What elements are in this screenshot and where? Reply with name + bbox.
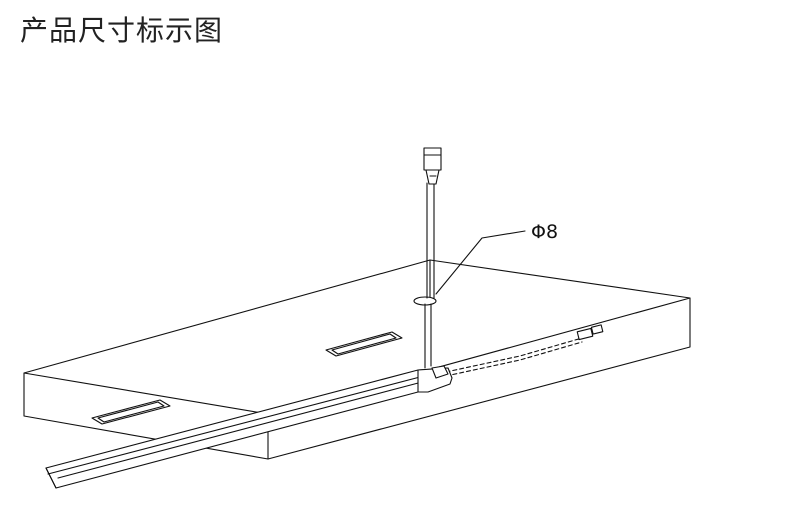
page-title: 产品尺寸标示图 (20, 14, 224, 47)
linear-light-fixture (45, 365, 453, 489)
recessed-slot-left (91, 399, 171, 425)
dimension-label: Φ8 (531, 221, 558, 243)
recessed-slot-right (325, 331, 403, 357)
ceiling-block (23, 259, 691, 460)
suspension-wire (424, 182, 435, 369)
connector-cable (445, 324, 604, 377)
ceiling-top-face (23, 259, 691, 460)
dimension-leader (435, 230, 526, 295)
top-plug (423, 147, 442, 185)
cable-connector (576, 324, 604, 341)
